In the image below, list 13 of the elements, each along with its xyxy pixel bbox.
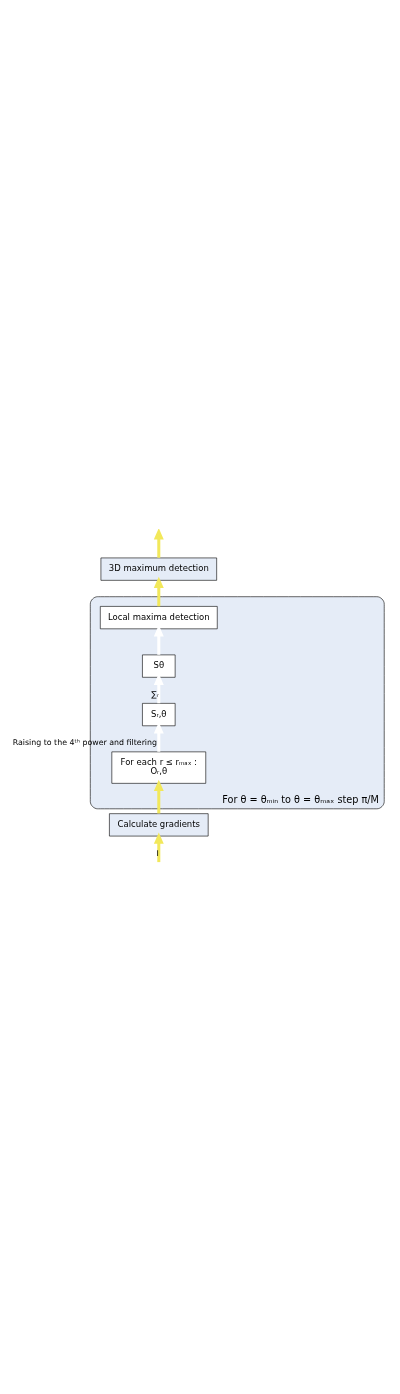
arrow [153, 673, 164, 704]
node-box: Local maxima detection [100, 606, 218, 630]
arrow [153, 779, 164, 814]
node-box: 3D maximum detection [100, 557, 217, 581]
node-box: Sᵣ,θ [142, 703, 176, 727]
arrow [153, 625, 164, 655]
node-box: For each r ≤ rₘₐₓ : Oᵣ,θ [111, 751, 207, 784]
node-box: Sθ [142, 654, 176, 678]
arrow [153, 722, 164, 752]
arrow [153, 576, 164, 607]
arrow [153, 832, 164, 863]
node-box: Calculate gradients [109, 813, 209, 837]
arrow [153, 529, 164, 558]
